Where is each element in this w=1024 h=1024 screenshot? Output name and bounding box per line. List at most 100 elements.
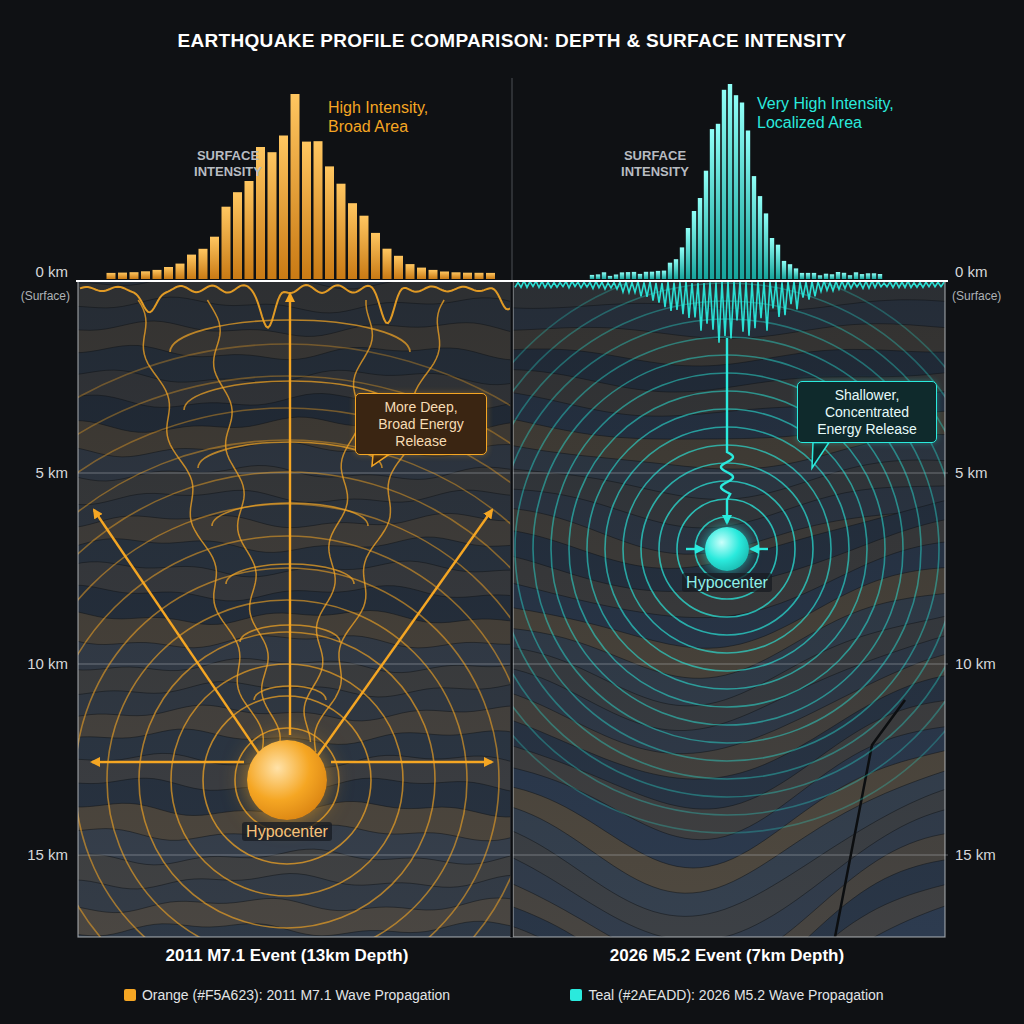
intensity-bar (854, 272, 858, 279)
intensity-bar (878, 274, 882, 279)
intensity-bar (130, 272, 139, 279)
surface-intensity-bars (107, 84, 883, 279)
wave-front (78, 504, 511, 937)
intensity-bar (698, 198, 702, 279)
fault-line (835, 700, 905, 937)
legend-item: Teal (#2AEADD): 2026 M5.2 Wave Propagati… (507, 986, 947, 1004)
intensity-bar (314, 141, 323, 279)
energy-arrow (94, 510, 262, 758)
wave-front (513, 283, 945, 815)
intensity-bar (107, 273, 116, 279)
hypocenter-node: Hypocenter (217, 740, 357, 841)
intensity-bar (728, 84, 732, 279)
intensity-bar (371, 233, 380, 279)
intensity-bar (608, 276, 612, 279)
wave-front (78, 344, 511, 937)
intensity-bar (279, 136, 288, 280)
intensity-bar (668, 263, 672, 279)
seismic-ray (207, 300, 280, 742)
intensity-bar (680, 247, 684, 279)
wave-front (641, 463, 813, 635)
intensity-bar (440, 272, 449, 280)
intensity-bar (632, 272, 636, 279)
intensity-bar (830, 274, 834, 279)
intensity-bar (764, 213, 768, 279)
intensity-bar (394, 256, 403, 279)
wave-front (235, 728, 339, 832)
depth-label: 0 km (0, 263, 68, 281)
surface-waveform (515, 281, 944, 343)
energy-arrow (686, 548, 703, 550)
panel-caption: 2011 M7.1 Event (13km Depth) (77, 946, 497, 966)
intensity-bar (722, 90, 726, 279)
intensity-bar (806, 273, 810, 279)
energy-arrow (316, 510, 492, 758)
depth-label: 5 km (0, 464, 68, 482)
intensity-bar (141, 271, 150, 279)
intensity-bar (620, 272, 624, 279)
depth-label: (Surface) (952, 289, 1020, 303)
chart-title: EARTHQUAKE PROFILE COMPARISON: DEPTH & S… (0, 30, 1024, 52)
wave-front (139, 632, 435, 928)
intensity-bar (710, 129, 714, 279)
intensity-bar (740, 103, 744, 280)
wave-front (515, 337, 939, 761)
intensity-bar (716, 124, 720, 279)
callout-text: Shallower, Concentrated Energy Release (806, 387, 928, 437)
intensity-bar (656, 271, 660, 279)
intensity-bar (406, 264, 415, 279)
intensity-bar (233, 192, 242, 279)
left-wave-propagation (78, 285, 511, 937)
intensity-bar (348, 203, 357, 279)
intensity-bar (210, 237, 219, 279)
surface-line (76, 280, 948, 282)
intensity-bar (245, 181, 254, 279)
callout-tail (372, 454, 389, 466)
hypocenter-sphere (247, 740, 327, 820)
intensity-bar (417, 268, 426, 279)
intensity-bar (302, 142, 311, 279)
surface-waveform (80, 285, 510, 328)
wave-front (623, 445, 831, 653)
intensity-bar (848, 275, 852, 279)
wave-front (78, 536, 511, 937)
depth-label: 5 km (955, 464, 1019, 482)
intensity-bar (704, 171, 708, 279)
depth-label: (Surface) (0, 289, 70, 303)
intensity-bar (866, 273, 870, 279)
intensity-bar (674, 259, 678, 279)
intensity-bar (590, 275, 594, 279)
intensity-bar (650, 272, 654, 279)
wave-front (513, 319, 945, 779)
intensity-bar (626, 272, 630, 279)
callout-text: More Deep, Broad Energy Release (364, 399, 478, 449)
energy-arrow (92, 761, 244, 763)
intensity-bar (686, 228, 690, 279)
intensity-bar (199, 249, 208, 279)
callout-box: More Deep, Broad Energy Release (355, 393, 487, 455)
wave-front (695, 517, 759, 581)
right-wave-propagation (513, 281, 945, 833)
intensity-bar (187, 255, 196, 279)
seismic-ray (314, 300, 444, 752)
wave-front (78, 408, 511, 937)
legend-item: Orange (#F5A623): 2011 M7.1 Wave Propaga… (67, 986, 507, 1004)
panel-caption: 2026 M5.2 Event (7km Depth) (517, 946, 937, 966)
intensity-bar (118, 273, 127, 279)
wave-front (78, 472, 511, 937)
legend-swatch (124, 989, 136, 1001)
seismic-ray (304, 300, 372, 742)
seismic-ray (138, 300, 263, 752)
wave-front (171, 664, 403, 896)
intensity-bar (824, 274, 828, 279)
intensity-bar (268, 152, 277, 279)
wave-front (513, 301, 945, 797)
energy-arrows (92, 294, 768, 762)
wave-front (203, 696, 371, 864)
intensity-bar (746, 131, 750, 280)
intensity-bar (812, 273, 816, 279)
intensity-bar (360, 216, 369, 279)
intensity-bar (164, 267, 173, 279)
intensity-bar (836, 272, 840, 279)
